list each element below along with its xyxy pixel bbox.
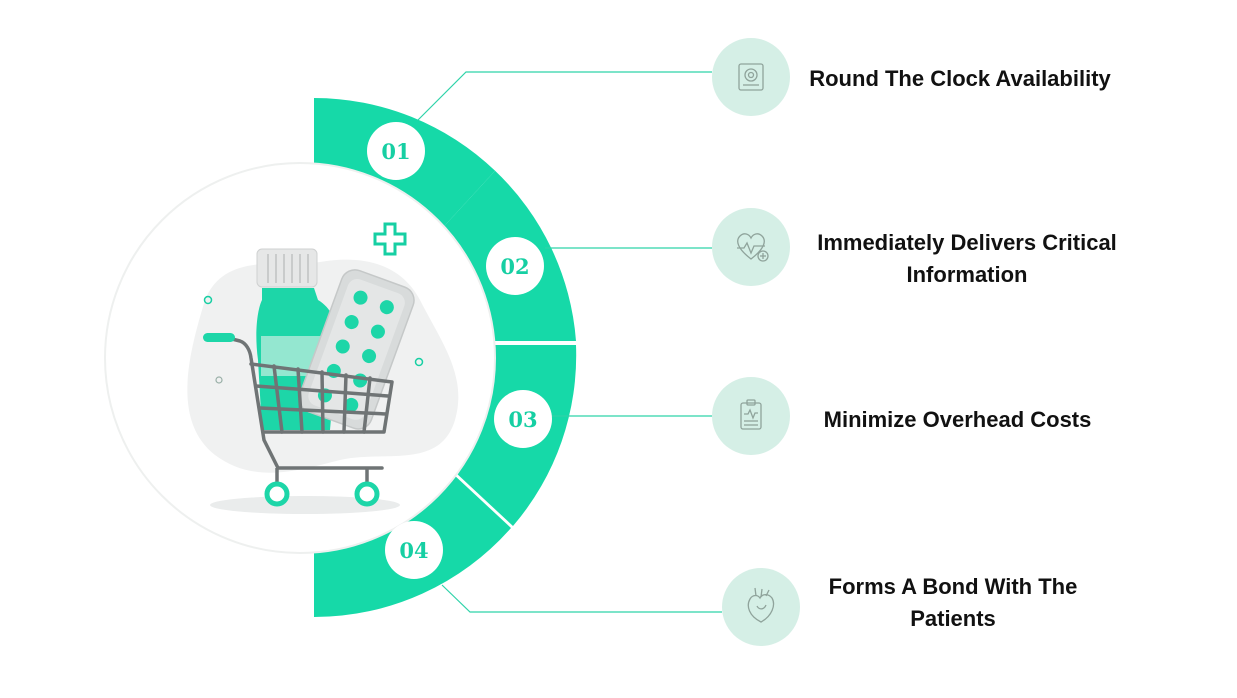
number-badge-2: 02	[486, 237, 544, 295]
feature-icon-4	[722, 568, 800, 646]
feature-label-2-line-1: Immediately Delivers Critical	[817, 230, 1117, 255]
cart-wheel-left	[264, 481, 290, 507]
feature-label-2-line-2: Information	[906, 262, 1028, 287]
bubble-1	[203, 295, 213, 305]
anatomical-heart-icon	[747, 587, 775, 623]
connector-line-4	[441, 584, 722, 613]
feature-label-2: Immediately Delivers Critical Informatio…	[797, 227, 1137, 291]
feature-label-1-line-1: Round The Clock Availability	[809, 66, 1111, 91]
feature-label-3-line-1: Minimize Overhead Costs	[823, 407, 1092, 432]
feature-icon-3	[712, 377, 790, 455]
feature-icon-2	[712, 208, 790, 286]
connector-lines	[417, 71, 722, 613]
center-illustration	[187, 222, 459, 514]
number-badge-1-text: 01	[381, 139, 410, 164]
medical-cross-icon	[373, 222, 407, 256]
feature-label-4: Forms A Bond With The Patients	[803, 571, 1103, 635]
center-circle-border	[104, 162, 496, 554]
bubble-3	[215, 376, 223, 384]
connector-line-1	[417, 71, 712, 121]
floor-shadow	[210, 496, 400, 514]
number-badge-4: 04	[385, 521, 443, 579]
tablet-device-icon	[738, 63, 764, 91]
heart-monitor-icon	[737, 233, 769, 262]
feature-icon-1	[712, 38, 790, 116]
number-badge-3: 03	[494, 390, 552, 448]
shopping-cart-icon	[230, 337, 394, 470]
feature-label-4-line-2: Patients	[910, 606, 996, 631]
bubble-2	[414, 357, 424, 367]
feature-label-3: Minimize Overhead Costs	[800, 404, 1115, 436]
cart-handle	[203, 333, 235, 342]
feature-label-4-line-1: Forms A Bond With The	[828, 574, 1078, 599]
number-badge-2-text: 02	[500, 254, 529, 279]
feature-label-1: Round The Clock Availability	[795, 63, 1125, 95]
clipboard-chart-icon	[740, 399, 762, 430]
number-badge-1: 01	[367, 122, 425, 180]
number-badge-4-text: 04	[399, 538, 428, 563]
cart-wheel-right	[354, 481, 380, 507]
number-badge-3-text: 03	[508, 407, 537, 432]
